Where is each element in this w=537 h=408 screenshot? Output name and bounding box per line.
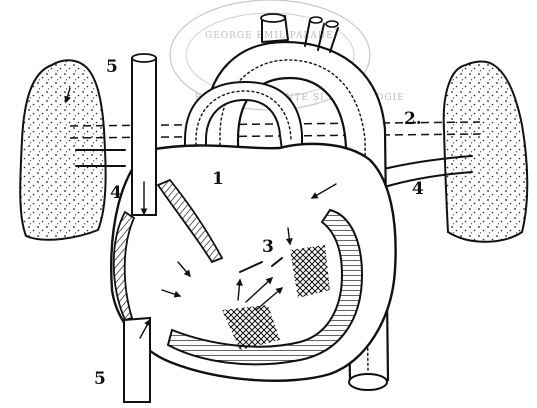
label-1: 1 (212, 169, 224, 189)
right-lung (444, 62, 528, 242)
label-3: 3 (262, 237, 274, 257)
inferior-vena-cava (124, 318, 150, 402)
label-5-top: 5 (106, 57, 118, 77)
label-4-right: 4 (412, 179, 424, 199)
watermark-top-text: GEORGE EMIL PALADE (205, 31, 334, 41)
label-2: 2. (404, 109, 422, 129)
superior-vena-cava-opening (132, 54, 156, 62)
descending-aorta-end (349, 374, 387, 390)
label-5-bottom: 5 (94, 369, 106, 389)
label-4-left: 4 (110, 183, 122, 203)
